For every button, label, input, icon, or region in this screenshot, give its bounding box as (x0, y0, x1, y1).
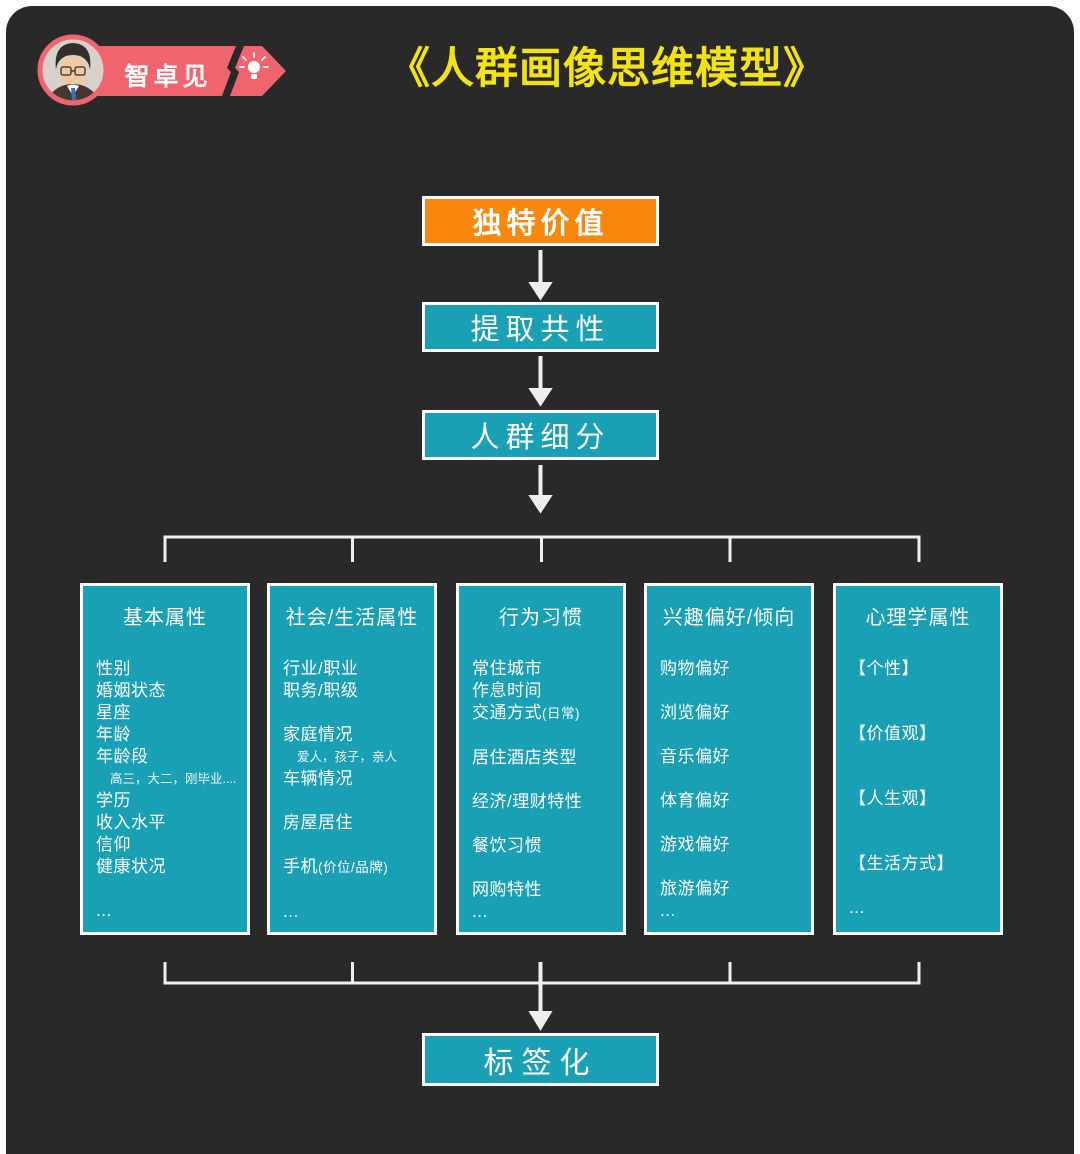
attribute-column: 基本属性性别婚姻状态星座年龄年龄段高三，大二，刚毕业.... 学历收入水平信仰健康… (80, 583, 250, 935)
column-item: 浏览偏好 (660, 703, 730, 722)
spacer (472, 857, 619, 879)
spacer (660, 680, 807, 702)
column-item: ... (96, 901, 112, 920)
column-item: 健康状况 (96, 857, 166, 876)
attribute-column: 社会/生活属性行业/职业职务/职级家庭情况爱人，孩子，亲人车辆情况房屋居住手机(… (267, 583, 437, 935)
column-item: 音乐偏好 (660, 747, 730, 766)
spacer (660, 768, 807, 790)
column-item: 车辆情况 (283, 769, 353, 788)
column-item: ... (283, 902, 299, 921)
spacer (283, 702, 430, 724)
node-crowd-segmentation: 人群细分 (422, 410, 659, 460)
column-item: 信仰 (96, 835, 131, 854)
node-labeling: 标签化 (422, 1033, 659, 1086)
column-item: 家庭情况 (283, 725, 353, 744)
spacer (849, 745, 996, 788)
spacer (96, 878, 243, 900)
spacer (849, 875, 996, 897)
column-item: 【个性】 (849, 659, 919, 678)
spacer (283, 879, 430, 901)
column-item: 交通方式(日常) (472, 703, 580, 722)
column-item: 【价值观】 (849, 724, 937, 743)
spacer (283, 790, 430, 812)
name-banner (66, 46, 236, 96)
column-item: 作息时间 (472, 681, 542, 700)
column-item: 经济/理财特性 (472, 792, 583, 811)
column-item: ... (660, 901, 676, 920)
column-item: 旅游偏好 (660, 879, 730, 898)
spacer (849, 810, 996, 853)
attribute-columns: 基本属性性别婚姻状态星座年龄年龄段高三，大二，刚毕业.... 学历收入水平信仰健康… (0, 583, 1080, 935)
column-title: 心理学属性 (865, 607, 971, 629)
page-title: 《人群画像思维模型》 (387, 45, 827, 93)
column-item-list: 行业/职业职务/职级家庭情况爱人，孩子，亲人车辆情况房屋居住手机(价位/品牌).… (270, 658, 434, 923)
column-item: ... (849, 898, 865, 917)
column-subitem: 高三，大二，刚毕业.... (110, 772, 237, 786)
column-item: 居住酒店类型 (472, 748, 577, 767)
column-item: 餐饮习惯 (472, 836, 542, 855)
column-item: 星座 (96, 703, 131, 722)
attribute-column: 兴趣偏好/倾向购物偏好浏览偏好音乐偏好体育偏好游戏偏好旅游偏好... (644, 583, 814, 935)
column-item: 游戏偏好 (660, 835, 730, 854)
column-item: 网购特性 (472, 880, 542, 899)
spacer (472, 769, 619, 791)
column-title: 基本属性 (123, 607, 207, 629)
column-title: 社会/生活属性 (285, 607, 419, 629)
column-item: 性别 (96, 659, 131, 678)
column-item: 年龄段 (96, 747, 149, 766)
spacer (849, 680, 996, 723)
column-item: ... (472, 902, 488, 921)
avatar (37, 34, 109, 106)
spacer (660, 856, 807, 878)
column-item: 体育偏好 (660, 791, 730, 810)
column-title: 行为习惯 (499, 607, 583, 629)
spacer (283, 834, 430, 856)
column-item: 【生活方式】 (849, 854, 954, 873)
column-item-list: 常住城市作息时间交通方式(日常) 居住酒店类型经济/理财特性餐饮习惯网购特性... (459, 658, 623, 923)
column-item: 职务/职级 (283, 681, 359, 700)
column-title: 兴趣偏好/倾向 (662, 607, 796, 629)
author-name: 智卓见 (124, 63, 212, 91)
column-item: 行业/职业 (283, 659, 359, 678)
node-extract-commonality: 提取共性 (422, 302, 659, 352)
dark-board (6, 6, 1074, 1154)
attribute-column: 行为习惯常住城市作息时间交通方式(日常) 居住酒店类型经济/理财特性餐饮习惯网购特… (456, 583, 626, 935)
column-item: 购物偏好 (660, 659, 730, 678)
column-item: 学历 (96, 791, 131, 810)
column-item: 【人生观】 (849, 789, 937, 808)
column-item-list: 购物偏好浏览偏好音乐偏好体育偏好游戏偏好旅游偏好... (647, 658, 811, 922)
spacer (660, 812, 807, 834)
column-item-list: 性别婚姻状态星座年龄年龄段高三，大二，刚毕业.... 学历收入水平信仰健康状况..… (83, 658, 247, 922)
column-item: 婚姻状态 (96, 681, 166, 700)
attribute-column: 心理学属性【个性】【价值观】【人生观】【生活方式】... (833, 583, 1003, 935)
node-unique-value: 独特价值 (422, 196, 659, 246)
author-badge (37, 34, 286, 106)
column-subitem: 爱人，孩子，亲人 (297, 750, 398, 764)
item-note: (日常) (542, 706, 580, 721)
spacer (660, 724, 807, 746)
column-item: 收入水平 (96, 813, 166, 832)
item-note: (价位/品牌) (318, 860, 389, 875)
column-item: 年龄 (96, 725, 131, 744)
column-item: 常住城市 (472, 659, 542, 678)
spacer (472, 725, 619, 747)
lightbulb-icon (239, 52, 269, 79)
column-item: 手机(价位/品牌) (283, 857, 389, 876)
column-item-list: 【个性】【价值观】【人生观】【生活方式】... (836, 658, 1000, 919)
spacer (472, 813, 619, 835)
column-item: 房屋居住 (283, 813, 353, 832)
